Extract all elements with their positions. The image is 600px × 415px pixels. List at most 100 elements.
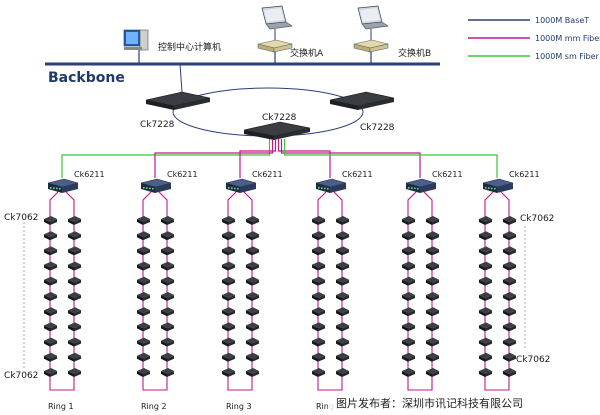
ck7062-node-icon (137, 216, 150, 225)
core-switch-center-icon (243, 121, 311, 140)
ring-loop (484, 191, 510, 391)
core-switch-right-label: Ck7228 (360, 123, 395, 133)
ck7062-node-icon (68, 231, 81, 241)
ck7062-node-icon (503, 261, 516, 271)
ck7062-node-icon (137, 307, 150, 317)
ck7062-node-icon (402, 337, 415, 347)
ck7062-node-icon (137, 292, 150, 301)
ck7062-node-icon (161, 352, 174, 362)
ck7062-node-icon (222, 368, 235, 377)
ck7062-node-icon (336, 307, 349, 317)
ring-loop (49, 191, 75, 391)
node-label-right-top: Ck7062 (520, 214, 554, 224)
ck7062-node-icon (336, 292, 349, 301)
uplink-ring-4 (277, 139, 331, 178)
uplink-ring-6 (283, 139, 498, 178)
ck7062-node-icon (426, 231, 439, 241)
ck7062-node-icon (222, 337, 235, 347)
ck7062-node-icon (503, 322, 516, 332)
uplink-ring-5 (280, 139, 421, 178)
edge-switch-label: Ck6211 (252, 170, 283, 179)
pc-icon (123, 29, 149, 64)
ck7062-node-icon (68, 246, 81, 256)
pc-label: 控制中心计算机 (158, 41, 221, 53)
ck7062-node-icon (222, 292, 235, 301)
ck7062-node-icon (402, 276, 415, 286)
ck7062-node-icon (161, 307, 174, 317)
backbone-label: Backbone (48, 70, 125, 86)
ck7062-node-icon (161, 368, 174, 377)
ck7062-node-icon (161, 276, 174, 286)
ck7062-node-icon (161, 322, 174, 332)
node-label-right-bottom: Ck7062 (516, 355, 550, 365)
ck7062-node-icon (479, 352, 492, 362)
ck7062-node-icon (222, 322, 235, 332)
ck7062-node-icon (246, 322, 259, 332)
ck7062-node-icon (336, 337, 349, 347)
ck7062-node-icon (336, 368, 349, 377)
ck7062-node-icon (161, 231, 174, 241)
ck7062-node-icon (161, 246, 174, 256)
core-switch-center-label: Ck7228 (262, 113, 297, 123)
ck7062-node-icon (426, 246, 439, 256)
ck7062-node-icon (246, 307, 259, 317)
ck7062-node-icon (246, 337, 259, 347)
watermark: 图片发布者：深圳市讯记科技有限公司 (336, 396, 523, 410)
ck7062-node-icon (137, 337, 150, 347)
laptop-a-icon (261, 5, 293, 40)
ck7062-node-icon (479, 216, 492, 225)
ck7062-node-icon (68, 337, 81, 347)
ck7062-node-icon (246, 261, 259, 271)
ck7062-node-icon (402, 292, 415, 301)
uplink-ring-2 (154, 139, 274, 178)
ck7062-node-icon (246, 352, 259, 362)
ck7062-node-icon (68, 292, 81, 301)
ck7062-node-icon (479, 276, 492, 286)
ck7062-node-icon (479, 322, 492, 332)
ck7062-node-icon (402, 246, 415, 256)
ck7062-node-icon (402, 216, 415, 225)
ck7062-node-icon (246, 292, 259, 301)
ck7062-node-icon (426, 261, 439, 271)
ck7062-node-icon (503, 352, 516, 362)
ck7062-node-icon (222, 261, 235, 271)
ck7062-node-icon (137, 246, 150, 256)
laptop-b-icon (357, 5, 389, 40)
ring-loop (407, 191, 433, 391)
switch-b-icon (353, 39, 389, 64)
ck7062-node-icon (68, 216, 81, 225)
ck7062-node-icon (312, 261, 325, 271)
ck7062-node-icon (336, 231, 349, 241)
ck7062-node-icon (44, 246, 57, 256)
node-label-left-top: Ck7062 (4, 213, 38, 223)
ck7062-node-icon (222, 216, 235, 225)
ck7062-node-icon (402, 352, 415, 362)
ck7062-node-icon (44, 216, 57, 225)
ck7062-node-icon (68, 322, 81, 332)
ck7062-node-icon (479, 368, 492, 377)
edge-switch-icon (405, 178, 437, 193)
ck7062-node-icon (44, 322, 57, 332)
ck7062-node-icon (312, 216, 325, 225)
legend-label-baset: 1000M BaseT (535, 16, 589, 25)
edge-switch-icon (315, 178, 347, 193)
ck7062-node-icon (503, 276, 516, 286)
ck7062-node-icon (44, 352, 57, 362)
ck7062-node-icon (161, 261, 174, 271)
core-switch-right-icon (329, 91, 395, 110)
ck7062-node-icon (137, 368, 150, 377)
edge-switch-label: Ck6211 (167, 170, 198, 179)
edge-switch-label: Ck6211 (509, 170, 540, 179)
legend-label-mm-fiber: 1000M mm Fiber (535, 34, 600, 43)
ck7062-node-icon (426, 307, 439, 317)
ck7062-node-icon (137, 231, 150, 241)
ck7062-node-icon (44, 368, 57, 377)
ck7062-node-icon (246, 276, 259, 286)
ck7062-node-icon (68, 276, 81, 286)
ck7062-node-icon (402, 307, 415, 317)
ck7062-node-icon (44, 276, 57, 286)
